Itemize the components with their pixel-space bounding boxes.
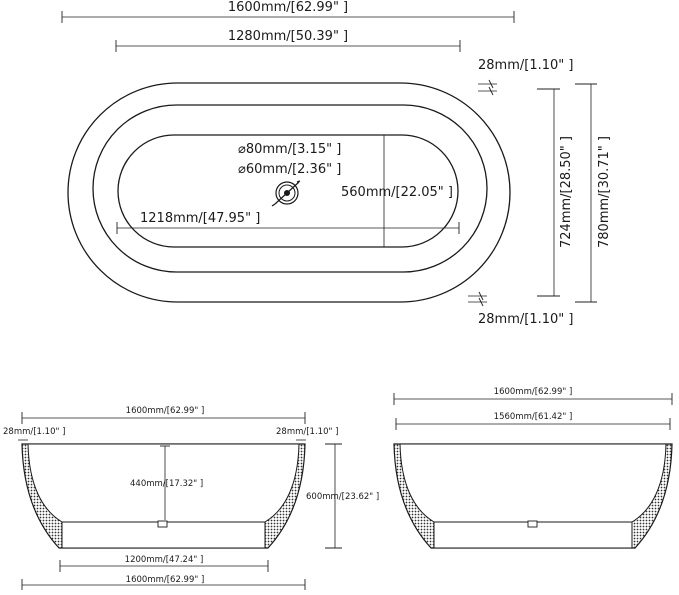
dim-rim-bottom: 28mm/[1.10" ] bbox=[468, 291, 573, 327]
dim-side-top-length: 1600mm/[62.99" ] bbox=[21, 406, 306, 424]
basin-width-label: 560mm/[22.05" ] bbox=[341, 185, 453, 200]
side-rim-left-label: 28mm/[1.10" ] bbox=[3, 427, 65, 437]
overall-width-label: 780mm/[30.71" ] bbox=[597, 136, 612, 248]
side-rim-right-label: 28mm/[1.10" ] bbox=[276, 427, 338, 437]
dim-basin-length: 1218mm/[47.95" ] bbox=[116, 211, 460, 234]
side-drain-notch bbox=[157, 520, 168, 528]
rim-top-label: 28mm/[1.10" ] bbox=[478, 58, 573, 73]
end-interior bbox=[399, 443, 667, 523]
dim-basin-width: 560mm/[22.05" ] bbox=[341, 134, 453, 248]
inner-length-label: 1280mm/[50.39" ] bbox=[228, 29, 348, 44]
dim-overall-width: 780mm/[30.71" ] bbox=[575, 83, 612, 303]
dim-inner-width: 724mm/[28.50" ] bbox=[537, 88, 574, 297]
tub-inner-rim bbox=[92, 104, 488, 273]
side-top-length-label: 1600mm/[62.99" ] bbox=[126, 406, 205, 416]
end-inner-length-label: 1560mm/[61.42" ] bbox=[494, 412, 573, 422]
drain-icon bbox=[271, 180, 301, 207]
dim-end-overall-length: 1600mm/[62.99" ] bbox=[393, 387, 673, 405]
top-view: 1600mm/[62.99" ] 1280mm/[50.39" ] ⌀80mm/… bbox=[61, 0, 612, 327]
dim-end-inner-length: 1560mm/[61.42" ] bbox=[395, 412, 671, 430]
dim-side-bottom-length: 1600mm/[62.99" ] bbox=[21, 575, 306, 590]
overall-length-label: 1600mm/[62.99" ] bbox=[228, 0, 348, 15]
tub-outer-rim bbox=[67, 82, 511, 303]
drain-inner-label: ⌀60mm/[2.36" ] bbox=[238, 162, 341, 177]
drain-outer-label: ⌀80mm/[3.15" ] bbox=[238, 142, 341, 157]
side-height-label: 600mm/[23.62" ] bbox=[306, 492, 379, 502]
dim-side-height: 600mm/[23.62" ] bbox=[306, 443, 379, 549]
side-base-length-label: 1200mm/[47.24" ] bbox=[125, 555, 204, 565]
inner-width-label: 724mm/[28.50" ] bbox=[559, 136, 574, 248]
basin-length-label: 1218mm/[47.95" ] bbox=[140, 211, 260, 226]
side-view: 1600mm/[62.99" ] 28mm/[1.10" ] 28mm/[1.1… bbox=[3, 406, 379, 590]
tub-basin bbox=[117, 134, 459, 248]
dim-side-base-length: 1200mm/[47.24" ] bbox=[59, 555, 269, 572]
end-overall-length-label: 1600mm/[62.99" ] bbox=[494, 387, 573, 397]
dim-overall-length: 1600mm/[62.99" ] bbox=[61, 0, 515, 23]
dim-side-depth: 440mm/[17.32" ] bbox=[130, 445, 203, 520]
end-view: 1600mm/[62.99" ] 1560mm/[61.42" ] bbox=[393, 387, 673, 549]
rim-bottom-label: 28mm/[1.10" ] bbox=[478, 312, 573, 327]
side-depth-label: 440mm/[17.32" ] bbox=[130, 479, 203, 489]
end-drain-notch bbox=[527, 520, 538, 528]
side-bottom-length-label: 1600mm/[62.99" ] bbox=[126, 575, 205, 585]
dim-inner-length: 1280mm/[50.39" ] bbox=[115, 29, 461, 52]
dim-rim-top: 28mm/[1.10" ] bbox=[478, 58, 573, 96]
